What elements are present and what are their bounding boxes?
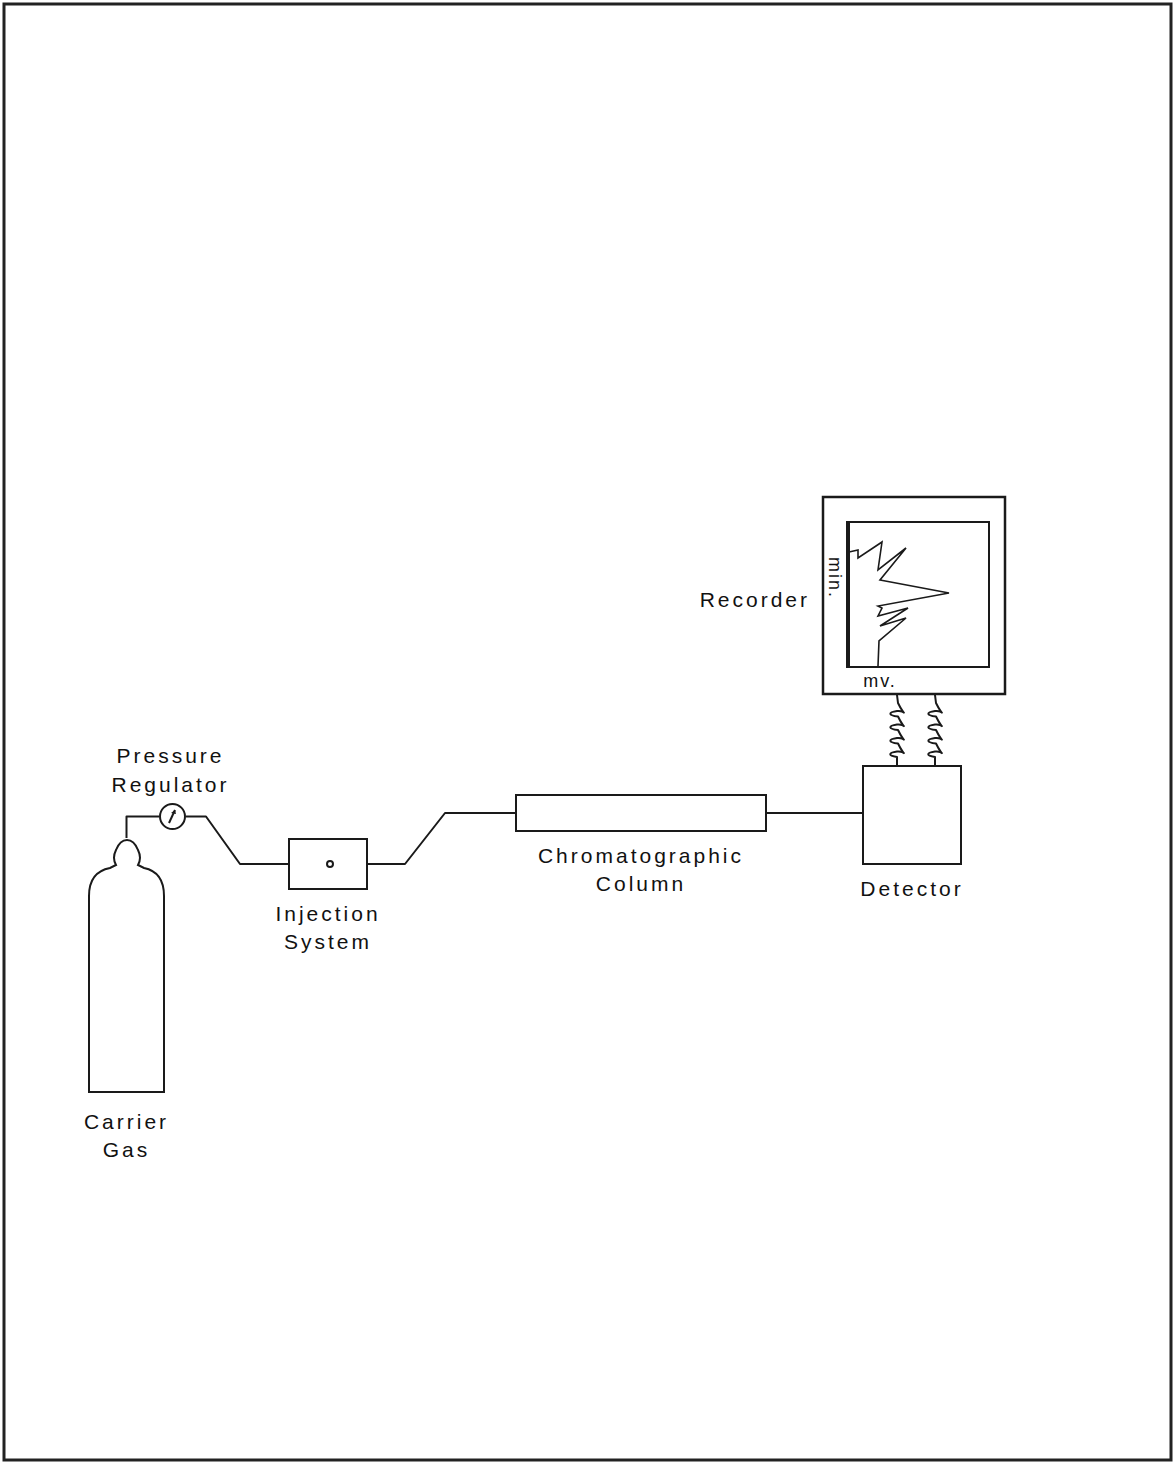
- gas-cylinder-outline: [88, 838, 165, 1092]
- gas-line: [368, 813, 515, 864]
- detector-box: Detector: [862, 765, 962, 865]
- gas-line: [127, 817, 160, 839]
- coiled-wire: [890, 695, 942, 765]
- component-label: Injection System: [243, 900, 413, 957]
- gas-cylinder: Carrier Gas: [88, 838, 165, 1092]
- injection-box-outline: [288, 838, 368, 890]
- component-label: Recorder: [700, 586, 810, 614]
- axis-label: mv.: [863, 672, 897, 690]
- gas-line: [186, 817, 288, 865]
- pressure-regulator-outline: [159, 803, 186, 830]
- component-label: Chromatographic Column: [496, 842, 786, 899]
- pressure-regulator: Pressure Regulator: [159, 803, 186, 830]
- detector-box-outline: [862, 765, 962, 865]
- component-label: Detector: [837, 875, 987, 903]
- axis-label: min.: [826, 557, 844, 599]
- page-border: [4, 4, 1171, 1460]
- component-label: Carrier Gas: [57, 1108, 197, 1165]
- component-label: Pressure Regulator: [86, 742, 256, 799]
- column-tube-outline: [515, 794, 767, 832]
- column-tube: Chromatographic Column: [515, 794, 767, 832]
- injection-box: Injection System: [288, 838, 368, 890]
- recorder-box: Recordermin.mv.: [822, 496, 1006, 695]
- gas-line: [767, 812, 862, 814]
- recorder-box-outline: [822, 496, 1006, 695]
